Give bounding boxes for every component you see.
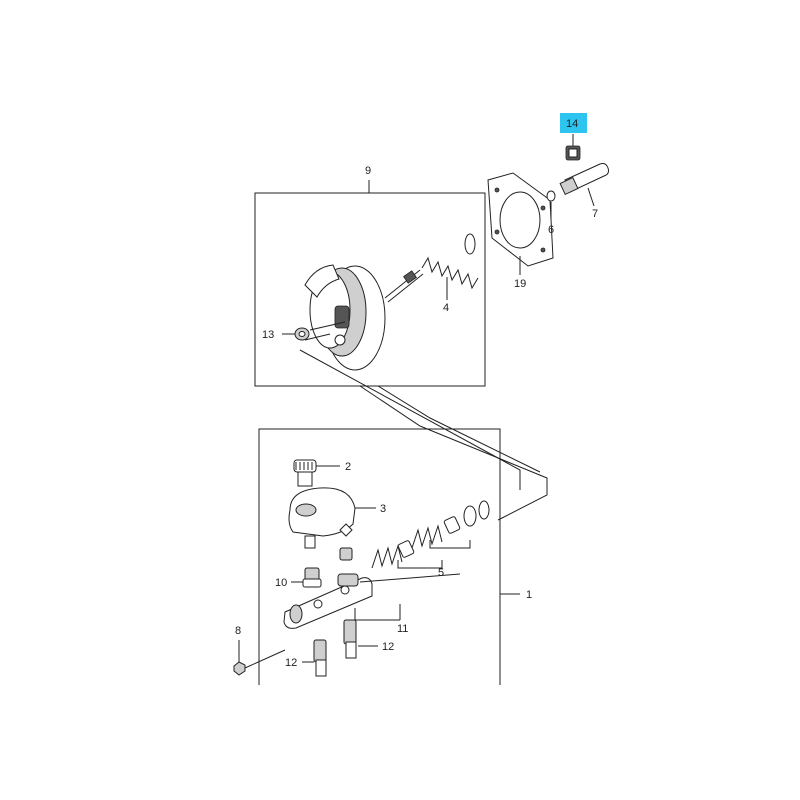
- clip-part-14: [565, 134, 581, 161]
- callout-5: 5: [438, 567, 444, 579]
- nut-part-8: [233, 640, 286, 676]
- fitting-part-12-right: [343, 619, 378, 659]
- washer-part-6: [546, 190, 556, 220]
- callout-8: 8: [235, 625, 241, 637]
- connection-lines: [299, 349, 548, 521]
- callout-9: 9: [365, 165, 371, 177]
- gasket-plate-part-19: [487, 172, 554, 275]
- spring-part-4: [421, 233, 479, 290]
- callout-11: 11: [397, 623, 408, 635]
- callout-6: 6: [548, 224, 554, 236]
- callout-7: 7: [592, 208, 598, 220]
- callout-12-right: 12: [382, 641, 394, 653]
- callout-13: 13: [262, 329, 274, 341]
- callout-19: 19: [514, 278, 526, 290]
- callout-14-highlight: [560, 113, 587, 133]
- grommet-part-10: [291, 523, 353, 588]
- cylinder-body-part-11: [283, 573, 461, 629]
- callout-10: 10: [275, 577, 287, 589]
- callout-14: 14: [566, 118, 578, 130]
- booster-frame: [254, 192, 486, 387]
- callout-2: 2: [345, 461, 351, 473]
- master-cylinder-group: [233, 428, 520, 685]
- pin-part-7: [559, 163, 609, 207]
- nut-part-13: [294, 327, 310, 341]
- callout-4: 4: [443, 302, 449, 314]
- piston-assembly-part-5: [371, 500, 490, 569]
- callout-labels: 9 4 13 19 6 7 14 2 3 5 10 1 11 8 12 12: [235, 113, 598, 669]
- booster-group: [254, 180, 486, 387]
- reservoir-part-3: [288, 487, 376, 549]
- callout-12-left: 12: [285, 657, 297, 669]
- callout-3: 3: [380, 503, 386, 515]
- reservoir-cap-part-2: [293, 459, 340, 487]
- fitting-part-12-left: [302, 639, 327, 677]
- callout-1: 1: [526, 589, 532, 601]
